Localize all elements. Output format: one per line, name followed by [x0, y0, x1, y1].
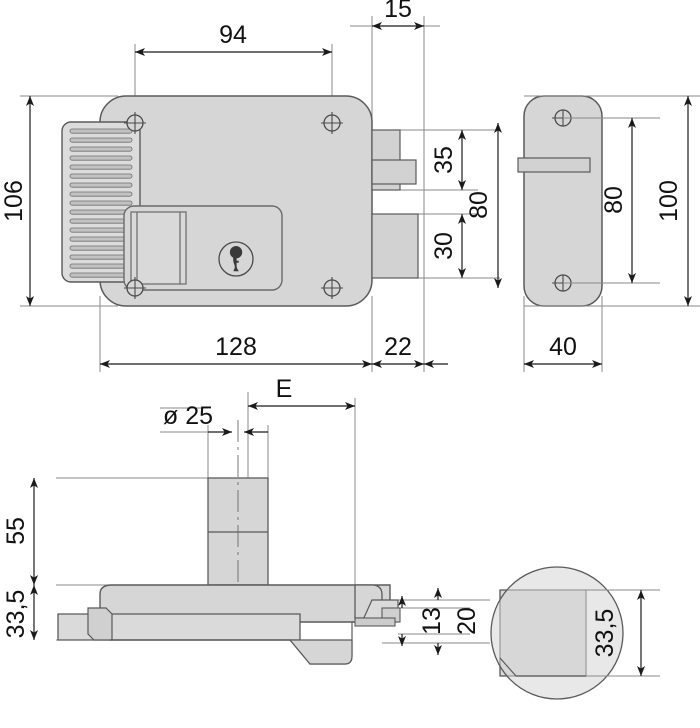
dimension-label-80-front: 80 [465, 191, 493, 219]
dimension-35: 35 [430, 130, 466, 190]
keyhole-key-glyph [229, 246, 243, 272]
bottom-view-group: E ø 25 55 33,5 [2, 375, 490, 665]
dimension-106: 106 [0, 96, 34, 306]
dimension-128: 128 [100, 333, 372, 368]
dimension-40: 40 [524, 333, 602, 368]
dimension-label-80-side: 80 [600, 186, 628, 214]
dimension-label-100: 100 [655, 180, 683, 222]
lower-bolt-block [371, 213, 419, 279]
dimension-label-E: E [276, 375, 293, 403]
endcap-extension-lines [586, 589, 660, 677]
dimension-label-94: 94 [219, 21, 247, 49]
section-bolt-group [354, 584, 401, 627]
rail-bracket [87, 607, 113, 641]
dimension-d25: ø 25 [160, 402, 268, 436]
dimension-label-35: 35 [430, 146, 458, 174]
dimension-label-55: 55 [2, 517, 30, 545]
dimension-label-13: 13 [418, 607, 446, 635]
dimension-label-33_5-left: 33,5 [2, 590, 30, 639]
latch-window [130, 211, 187, 285]
upper-bolt-tongue [371, 159, 417, 185]
lower-extension-body [110, 639, 353, 665]
front-view-group: 94 15 106 [0, 0, 502, 372]
vent-panel [61, 121, 141, 283]
endcap-circle [490, 566, 624, 700]
dimension-label-22: 22 [384, 333, 412, 361]
dimension-label-30: 30 [430, 232, 458, 260]
dimension-label-128: 128 [215, 333, 257, 361]
strike-plate-slot [517, 157, 591, 173]
dimension-13: 13 [398, 596, 446, 646]
dimension-30: 30 [430, 214, 466, 278]
dimension-label-106: 106 [0, 180, 28, 222]
bolt-shelf [354, 617, 396, 627]
bottom-extension-lines [56, 392, 490, 644]
screw-hole [321, 112, 343, 134]
dimension-80-side: 80 [600, 118, 636, 283]
dimension-E: E [248, 375, 355, 410]
dimension-label-20: 20 [453, 607, 481, 635]
dimension-15: 15 [372, 0, 424, 30]
dimension-100: 100 [655, 96, 692, 306]
side-extension-lines [523, 95, 700, 372]
screw-hole [124, 277, 146, 299]
dimension-55: 55 [2, 478, 38, 585]
dimension-80-front: 80 [465, 123, 502, 288]
dimension-33_5-right: 33,5 [591, 590, 645, 676]
side-view-group: 80 100 40 [517, 95, 700, 372]
endcap-chamfer [499, 657, 586, 677]
screw-hole [124, 112, 146, 134]
front-screw-holes [124, 112, 343, 299]
endcap-view-group: 33,5 [490, 566, 660, 700]
front-extension-lines [20, 16, 500, 372]
dimension-label-d25: ø 25 [163, 402, 213, 430]
dimension-20: 20 [434, 588, 481, 655]
latch-window-outer [130, 211, 187, 285]
screw-hole [321, 277, 343, 299]
dimension-22: 22 [372, 333, 448, 368]
keyhole-icon [218, 241, 254, 277]
dimension-33_5-left: 33,5 [2, 585, 38, 640]
dimension-label-15: 15 [384, 0, 412, 23]
dimension-94: 94 [135, 21, 332, 56]
vent-slots [69, 128, 133, 278]
dimension-label-40: 40 [549, 333, 577, 361]
dimension-label-33_5-right: 33,5 [591, 609, 619, 658]
